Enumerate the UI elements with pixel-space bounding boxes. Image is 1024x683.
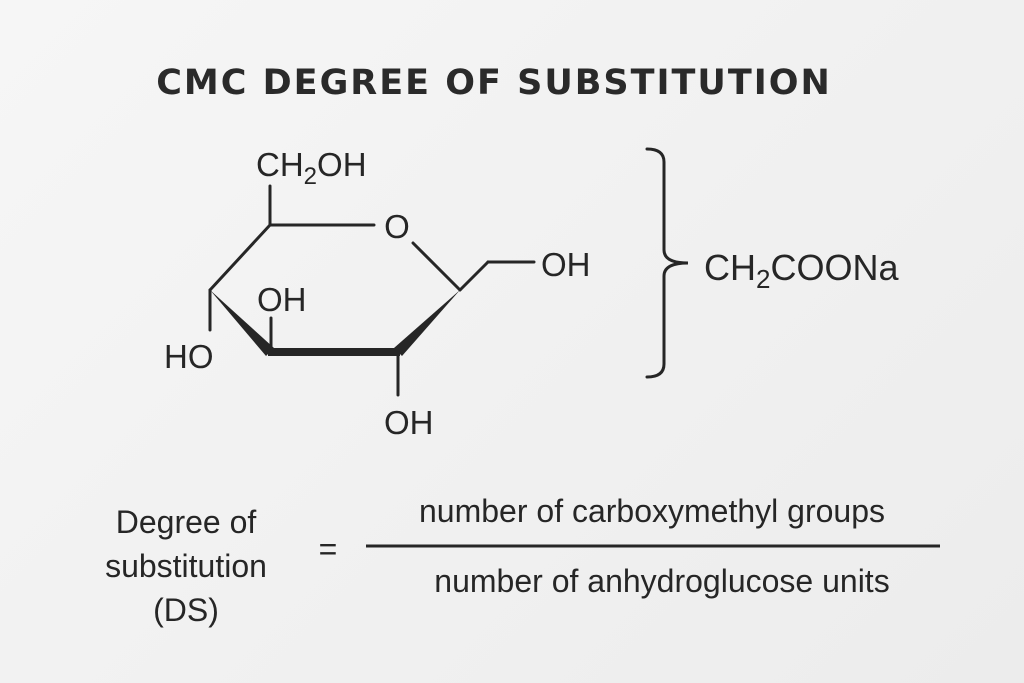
substituent-label: CH2COONa bbox=[704, 247, 899, 294]
ring-oxygen-label: O bbox=[384, 208, 410, 245]
ds-formula: Degree of substitution (DS) = number of … bbox=[105, 493, 940, 628]
formula-denominator: number of anhydroglucose units bbox=[434, 563, 889, 599]
wedge-c2-c1 bbox=[394, 290, 460, 356]
inner-oh-label: OH bbox=[257, 281, 307, 318]
equals-sign: = bbox=[319, 531, 338, 567]
bond-c1-ch2 bbox=[458, 260, 490, 292]
formula-lhs-line-2: substitution bbox=[105, 548, 267, 584]
bond-o-c1 bbox=[411, 241, 462, 292]
formula-numerator: number of carboxymethyl groups bbox=[419, 493, 885, 529]
right-oh-label: OH bbox=[541, 246, 591, 283]
substituent-bracket bbox=[645, 147, 689, 379]
formula-lhs-line-3: (DS) bbox=[153, 592, 219, 628]
bond-c5-c4 bbox=[208, 223, 272, 292]
bottom-oh-label: OH bbox=[384, 404, 434, 441]
diagram-title: CMC DEGREE OF SUBSTITUTION bbox=[156, 63, 832, 103]
wedge-c4-c3 bbox=[210, 290, 274, 356]
ch2oh-label: CH2OH bbox=[256, 146, 367, 190]
formula-lhs-line-1: Degree of bbox=[116, 504, 257, 540]
glucose-ring-structure: CH2OH O OH HO OH OH bbox=[164, 146, 591, 441]
left-ho-label: HO bbox=[164, 338, 214, 375]
